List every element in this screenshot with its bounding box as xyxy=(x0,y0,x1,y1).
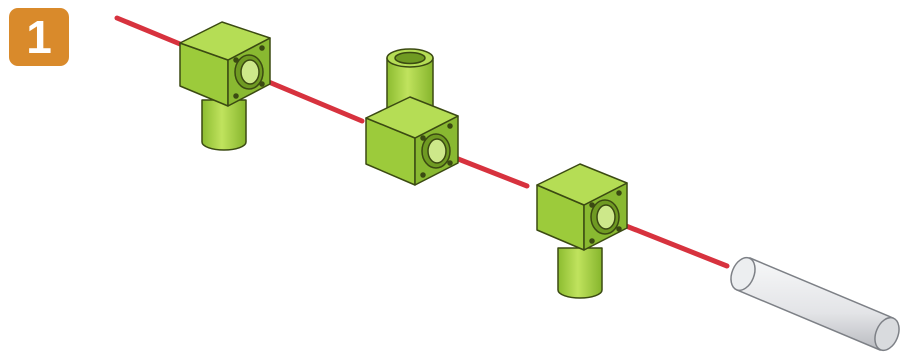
green-cube-connector-icon xyxy=(365,48,459,186)
green-cube-connector-icon xyxy=(536,163,628,299)
white-tube-icon xyxy=(730,256,900,352)
green-cube-connector-icon xyxy=(179,21,271,151)
step-number-badge: 1 xyxy=(9,8,69,66)
